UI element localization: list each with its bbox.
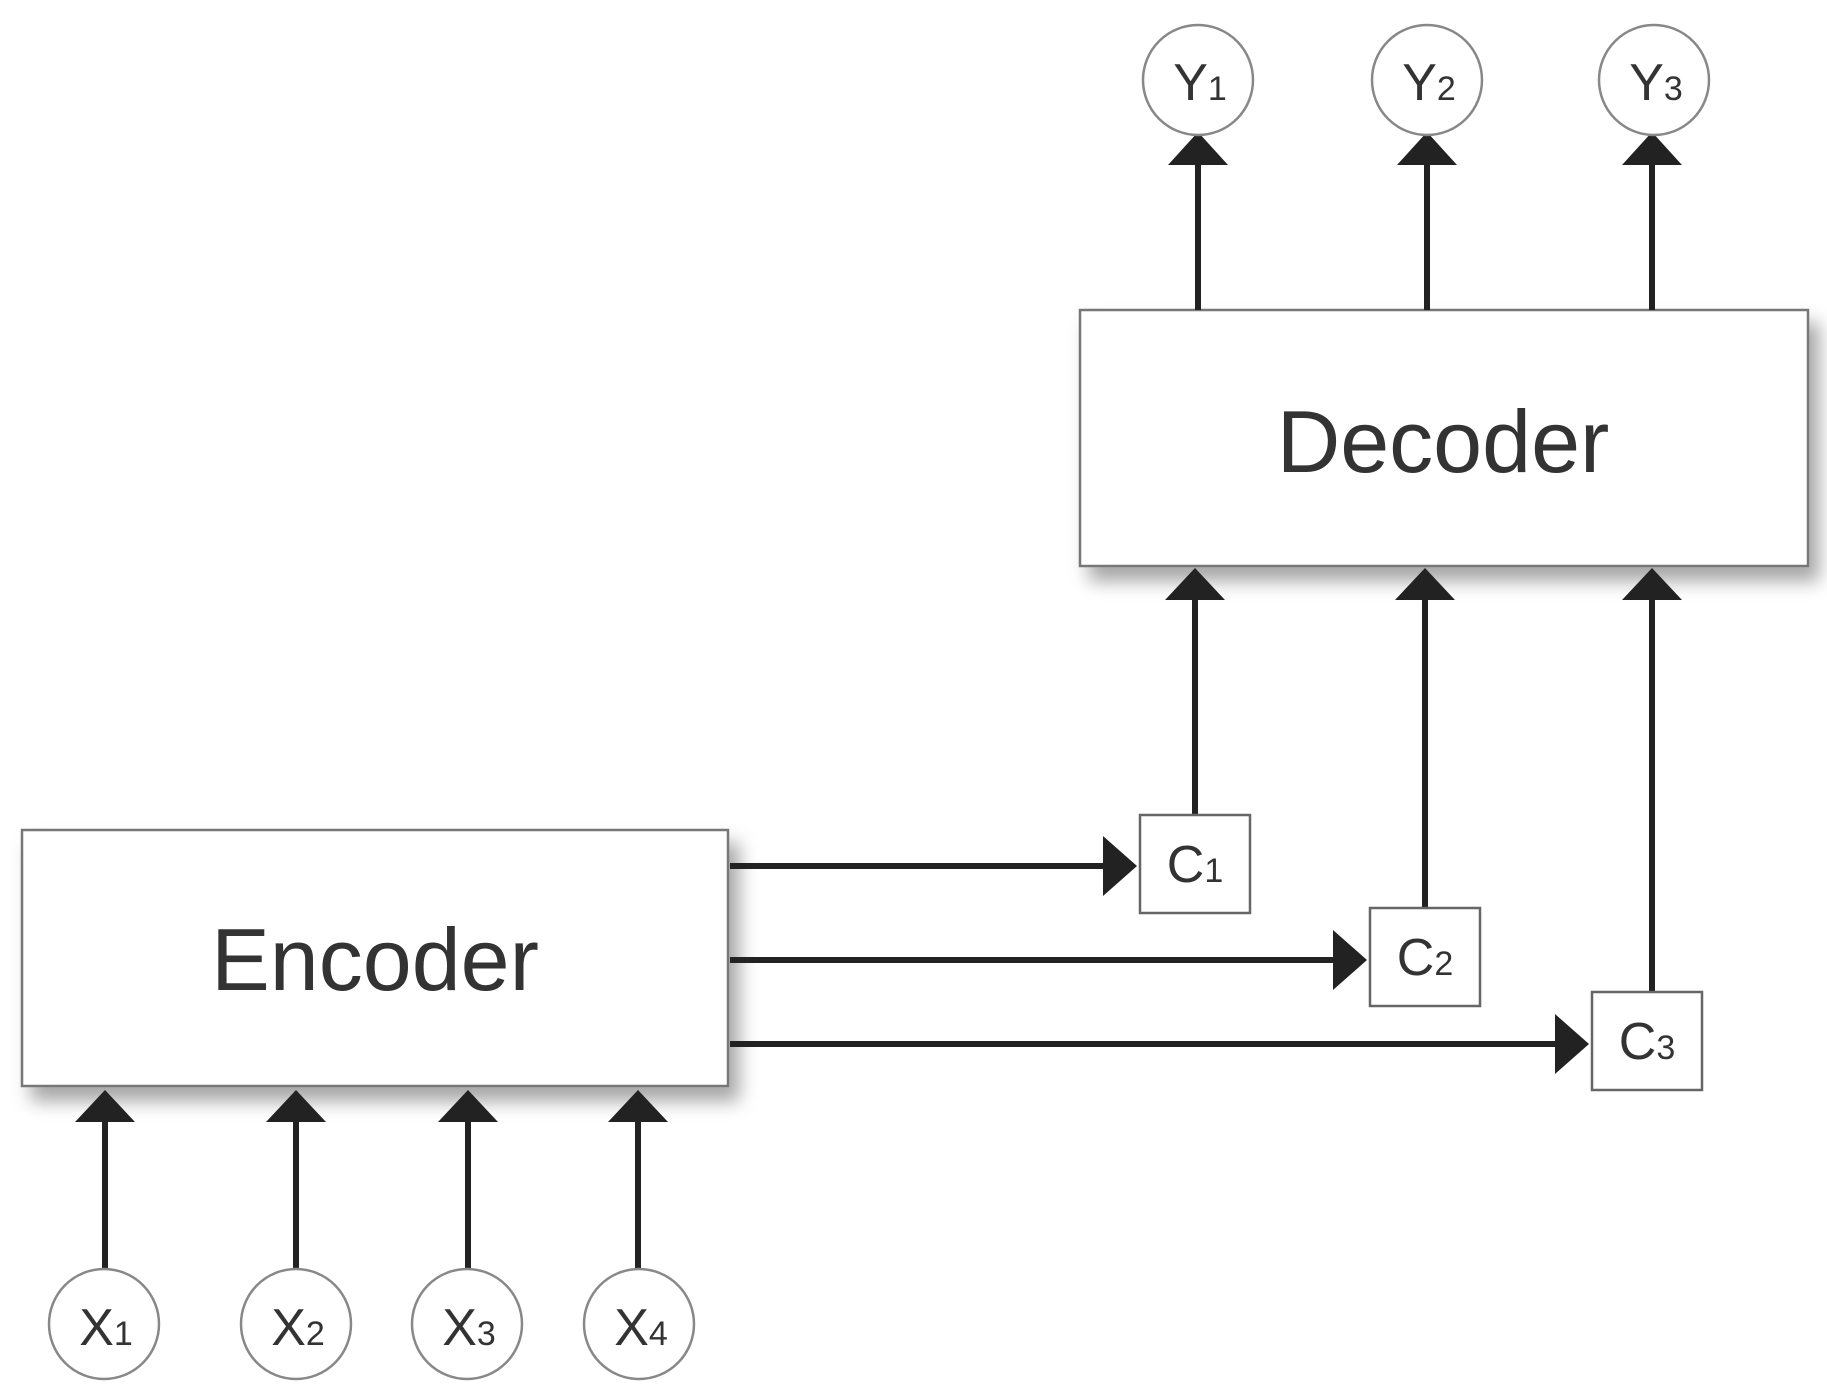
context-box-label: C1 — [1167, 836, 1223, 894]
output-node: Y1 — [1141, 23, 1255, 137]
context-box-label: C3 — [1619, 1013, 1675, 1071]
output-arrow-2-head — [1397, 132, 1457, 165]
input-node: X1 — [47, 1267, 161, 1381]
context-arrow-1-head — [1103, 836, 1137, 896]
decoder-input-arrows — [1165, 568, 1682, 992]
context-arrow-2-head — [1333, 930, 1367, 990]
input-node-label: X3 — [442, 1299, 496, 1357]
context-box-label: C2 — [1397, 929, 1453, 987]
input-node-label: X1 — [79, 1299, 133, 1357]
decoder-block: Decoder — [1078, 308, 1810, 568]
output-node-label: Y2 — [1402, 54, 1456, 112]
output-arrow-3-head — [1622, 132, 1682, 165]
input-arrow-2-head — [266, 1090, 326, 1122]
output-node: Y3 — [1597, 23, 1711, 137]
input-arrow-4-head — [608, 1090, 668, 1122]
output-arrows — [1168, 132, 1682, 310]
decoder-input-arrow-1-head — [1165, 568, 1225, 600]
context-box: C1 — [1138, 813, 1252, 915]
context-arrows — [730, 836, 1589, 1074]
decoder-input-arrow-2-head — [1395, 568, 1455, 600]
context-arrow-3-head — [1555, 1014, 1589, 1074]
input-node: X3 — [410, 1267, 524, 1381]
output-node: Y2 — [1370, 23, 1484, 137]
input-arrows — [75, 1090, 668, 1270]
output-node-label: Y3 — [1629, 54, 1683, 112]
input-node-label: X4 — [614, 1299, 668, 1357]
input-node: X4 — [582, 1267, 696, 1381]
encoder-block: Encoder — [20, 828, 730, 1088]
encoder-label: Encoder — [211, 910, 539, 1009]
input-arrow-3-head — [438, 1090, 498, 1122]
context-box: C2 — [1368, 906, 1482, 1008]
input-node-label: X2 — [271, 1299, 325, 1357]
input-arrow-1-head — [75, 1090, 135, 1122]
decoder-label: Decoder — [1277, 392, 1610, 491]
output-node-label: Y1 — [1173, 54, 1227, 112]
decoder-input-arrow-3-head — [1622, 568, 1682, 600]
context-box: C3 — [1590, 990, 1704, 1092]
output-arrow-1-head — [1168, 132, 1228, 165]
input-node: X2 — [239, 1267, 353, 1381]
